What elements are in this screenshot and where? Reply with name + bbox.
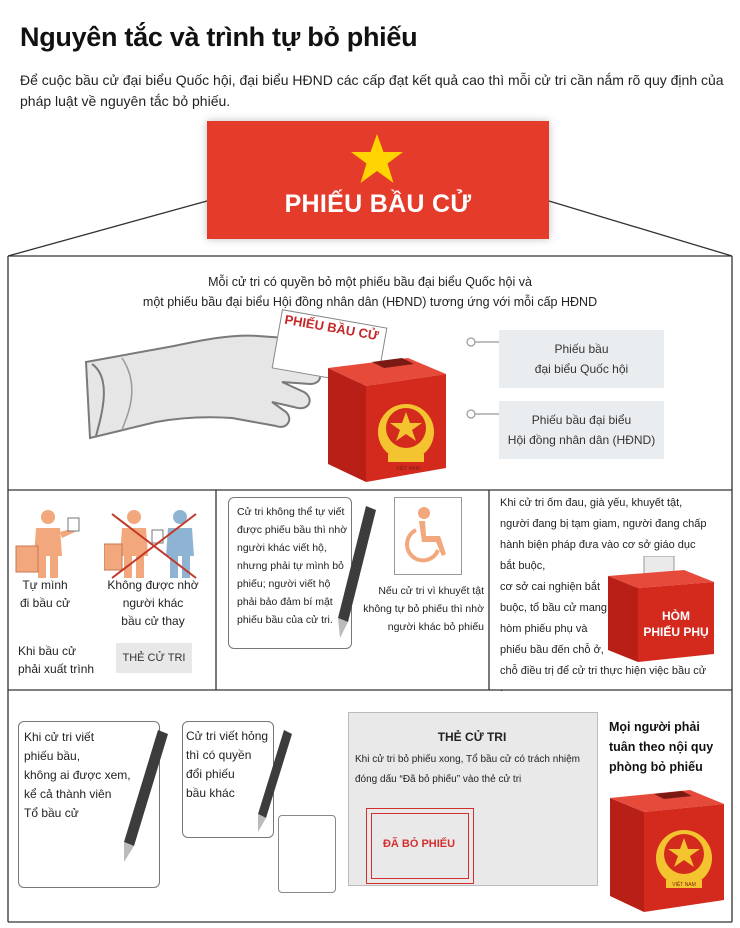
intro-text: Để cuộc bầu cử đại biểu Quốc hội, đại bi…: [20, 72, 724, 109]
cannot-write-text: Cử tri không thể tự viết được phiếu bầu …: [237, 506, 348, 626]
auxiliary-ballot-box-icon: [608, 556, 714, 662]
page-title: Nguyên tắc và trình tự bỏ phiếu: [20, 22, 418, 52]
section1-line1: Mỗi cử tri có quyền bỏ một phiếu bầu đại…: [208, 275, 532, 289]
no-proxy-people-icon: [104, 510, 197, 579]
no-proxy-caption: Không được nhờ người khác bầu cử thay: [107, 578, 199, 628]
self-vote-person-icon: [15, 510, 80, 578]
emblem-text: VIỆT NAM: [396, 466, 420, 472]
writing-text: Khi cử tri viết phiếu bầu, không ai được…: [24, 730, 131, 820]
option-peoples-council: Phiếu bầu đại biểu Hội đồng nhân dân (HĐ…: [499, 401, 664, 459]
new-ballot-sheet: [278, 815, 336, 893]
option-national-assembly: Phiếu bầu đại biểu Quốc hội: [499, 330, 664, 388]
ballot-box-icon: [328, 358, 446, 482]
card-note: Khi bầu cử phải xuất trình: [18, 644, 95, 676]
self-vote-caption: Tự mình đi bầu cử: [19, 578, 71, 610]
emblem-text: VIỆT NAM: [672, 882, 696, 888]
polling-rule: Mọi người phải tuân theo nội quy phòng b…: [609, 720, 714, 774]
pen-icon: [124, 730, 168, 862]
pen-icon: [258, 730, 292, 832]
auxiliary-box-label: HÒM PHIẾU PHỤ: [643, 609, 709, 639]
disabled-text: Nếu cử tri vì khuyết tật không tự bỏ phi…: [363, 585, 484, 633]
option-connector: [466, 337, 500, 419]
voted-stamp-label: ĐÃ BỎ PHIẾU: [382, 838, 456, 850]
hand-icon: [84, 334, 326, 440]
sick-voter-text: Khi cử tri ốm đau, già yếu, khuyết tật, …: [500, 497, 707, 694]
section1-line2: một phiếu bầu đại biểu Hội đồng nhân dân…: [142, 295, 598, 309]
star-icon: [351, 134, 403, 183]
wheelchair-icon: [405, 507, 446, 563]
voted-stamp: [366, 808, 474, 884]
spoiled-text: Cử tri viết hỏng thì có quyền đổi phiếu …: [186, 729, 269, 800]
voter-card-title: THẺ CỬ TRI: [437, 730, 507, 744]
banner-title: PHIẾU BẦU CỬ: [284, 190, 472, 218]
voter-card-text: Khi cử tri bỏ phiếu xong, Tổ bầu cử có t…: [355, 754, 580, 785]
pen-icon: [338, 506, 376, 638]
ballot-box-icon: [610, 790, 724, 912]
voter-card-tag: THẺ CỬ TRI: [116, 643, 192, 673]
